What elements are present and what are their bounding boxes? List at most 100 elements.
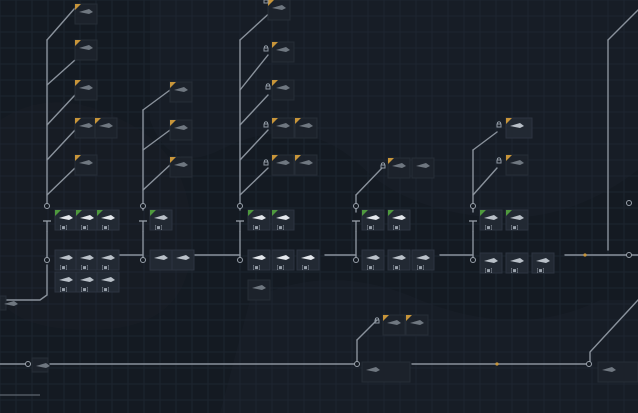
tech-tile[interactable] xyxy=(74,117,98,139)
tech-tile[interactable] xyxy=(171,249,195,271)
unlocked-flag-icon xyxy=(480,210,486,216)
tech-tile[interactable] xyxy=(267,0,291,21)
lock-icon xyxy=(263,45,269,52)
ship-hull-icon xyxy=(4,301,18,306)
lock-icon xyxy=(265,83,271,90)
unlocked-flag-icon xyxy=(76,210,82,216)
pending-flag-icon xyxy=(272,42,278,48)
tech-tile[interactable]: [■] xyxy=(75,271,99,293)
tech-tile[interactable]: [■] xyxy=(387,209,411,231)
tile-count-label: [■] xyxy=(392,225,401,231)
tech-tile[interactable]: [■] xyxy=(247,249,271,271)
tech-tile[interactable]: [■] xyxy=(96,271,120,293)
tech-tile[interactable]: [■] xyxy=(75,209,99,231)
pending-flag-icon xyxy=(170,82,176,88)
tech-tile[interactable]: [■] xyxy=(149,209,173,231)
pending-flag-icon xyxy=(295,155,301,161)
tech-tile[interactable]: [■] xyxy=(271,209,295,231)
tech-tile[interactable] xyxy=(31,357,50,373)
tech-tile[interactable] xyxy=(271,79,295,101)
ship-hull-icon xyxy=(174,87,188,92)
tech-tile[interactable]: [■] xyxy=(505,252,529,274)
tech-tile[interactable] xyxy=(271,41,295,63)
tech-tile[interactable]: [■] xyxy=(505,209,529,231)
tech-tile[interactable]: [■] xyxy=(479,252,503,274)
tech-tile[interactable] xyxy=(505,117,533,139)
ship-hull-icon xyxy=(510,258,524,263)
tech-tile[interactable] xyxy=(411,157,435,179)
tile-count-label: [■] xyxy=(536,268,545,274)
unlocked-flag-icon xyxy=(150,210,156,216)
tech-tile[interactable] xyxy=(169,119,193,141)
lock-icon xyxy=(263,0,269,4)
pending-flag-icon xyxy=(170,157,176,163)
tech-tile[interactable] xyxy=(271,117,295,139)
tech-tile[interactable]: [■] xyxy=(54,249,78,271)
tech-tiles[interactable]: [■][■][■][■][■][■][■][■][■][■][■][■][■][… xyxy=(0,0,638,383)
tech-tile[interactable] xyxy=(294,117,318,139)
tile-count-label: [■] xyxy=(101,225,110,231)
tech-tile[interactable]: [■] xyxy=(411,249,435,271)
ship-hull-icon xyxy=(174,125,188,130)
pending-flag-icon xyxy=(506,118,512,124)
ship-hull-icon xyxy=(416,163,430,168)
tile-count-label: [■] xyxy=(59,265,68,271)
tech-tile[interactable] xyxy=(74,154,98,176)
tech-tile[interactable] xyxy=(382,314,406,336)
ship-hull-icon xyxy=(392,255,406,260)
tile-count-label: [■] xyxy=(366,265,375,271)
ship-hull-icon xyxy=(276,47,290,52)
ship-hull-icon xyxy=(252,255,266,260)
ship-hull-icon xyxy=(510,160,524,165)
pending-flag-icon xyxy=(75,80,81,86)
tech-tile[interactable] xyxy=(149,249,173,271)
tech-tile[interactable] xyxy=(94,117,118,139)
tech-tile[interactable]: [■] xyxy=(531,252,555,274)
ship-hull-icon xyxy=(36,363,50,368)
ship-hull-icon xyxy=(276,160,290,165)
tech-tile[interactable] xyxy=(169,156,193,178)
tile-count-label: [■] xyxy=(80,287,89,293)
ship-hull-icon xyxy=(366,215,380,220)
tech-tile[interactable] xyxy=(597,361,638,383)
tech-tile[interactable]: [■] xyxy=(75,249,99,271)
ship-hull-icon xyxy=(79,123,93,128)
pending-flag-icon xyxy=(295,118,301,124)
pending-flag-icon xyxy=(75,118,81,124)
tile-count-label: [■] xyxy=(252,225,261,231)
tile-count-label: [■] xyxy=(59,225,68,231)
tech-tile[interactable]: [■] xyxy=(479,209,503,231)
tech-tile[interactable] xyxy=(505,154,529,176)
unlocked-flag-icon xyxy=(272,210,278,216)
tile-count-label: [■] xyxy=(101,287,110,293)
tile-count-label: [■] xyxy=(416,265,425,271)
lock-icon xyxy=(374,317,380,324)
tech-tile[interactable] xyxy=(387,157,411,179)
lock-icon xyxy=(263,121,269,128)
tech-tile[interactable] xyxy=(0,295,18,311)
tech-tile[interactable] xyxy=(74,79,98,101)
tech-tile[interactable]: [■] xyxy=(96,209,120,231)
tech-tile[interactable] xyxy=(294,154,318,176)
pending-flag-icon xyxy=(506,155,512,161)
tech-tile[interactable]: [■] xyxy=(54,209,78,231)
tech-tile[interactable]: [■] xyxy=(296,249,320,271)
tech-tile[interactable] xyxy=(405,314,429,336)
ship-hull-icon xyxy=(79,160,93,165)
tech-tile[interactable] xyxy=(169,81,193,103)
tech-tile[interactable] xyxy=(247,279,271,301)
tech-tile[interactable]: [■] xyxy=(361,249,385,271)
tech-tile[interactable]: [■] xyxy=(271,249,295,271)
tech-tile[interactable]: [■] xyxy=(361,209,385,231)
ship-hull-icon xyxy=(484,215,498,220)
tech-tile[interactable]: [■] xyxy=(96,249,120,271)
tech-tile[interactable] xyxy=(74,39,98,61)
tech-tile[interactable]: [■] xyxy=(387,249,411,271)
tech-tile[interactable]: [■] xyxy=(54,271,78,293)
ship-hull-icon xyxy=(79,45,93,50)
tech-tile[interactable] xyxy=(74,3,98,25)
ship-hull-icon xyxy=(366,255,380,260)
tech-tile[interactable]: [■] xyxy=(247,209,271,231)
tech-tile[interactable] xyxy=(271,154,295,176)
tech-tile[interactable] xyxy=(361,361,411,383)
